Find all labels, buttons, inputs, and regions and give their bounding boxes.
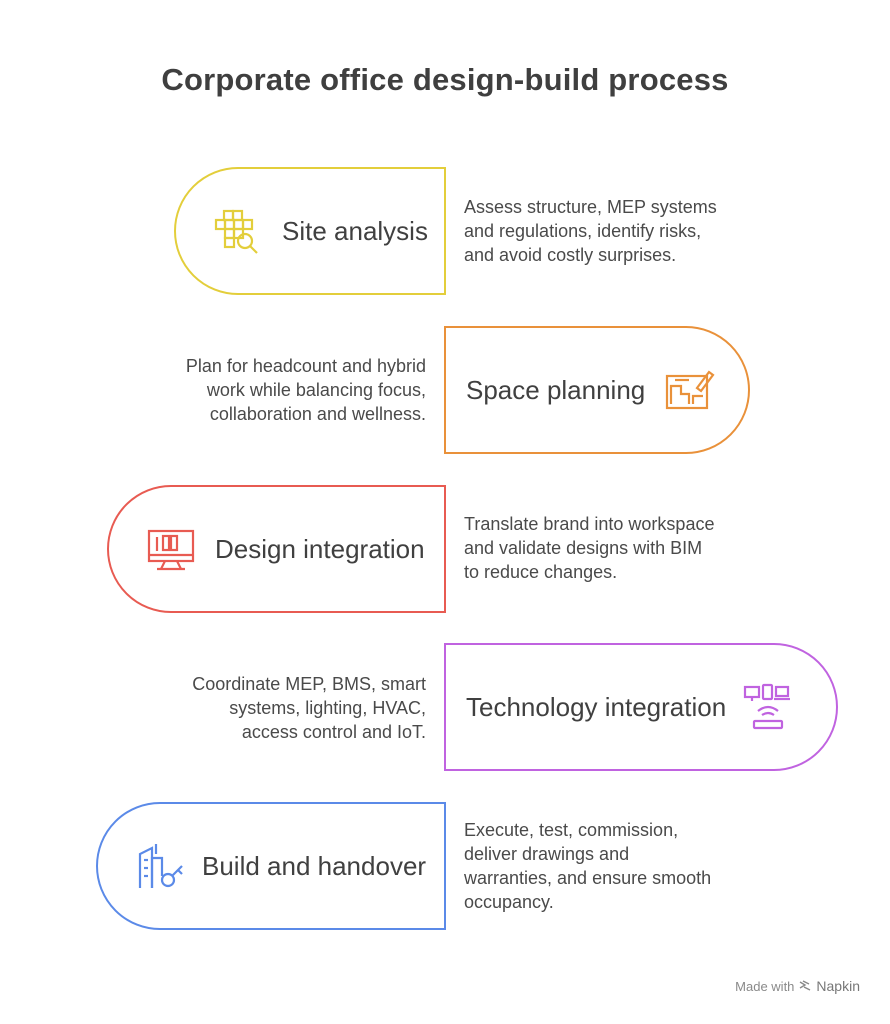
step-label: Build and handover — [202, 850, 427, 881]
step-technology-integration: Technology integration — [444, 643, 838, 771]
building-key-icon — [138, 844, 183, 888]
made-with-napkin-footer: Made with Napkin — [735, 978, 860, 994]
connected-devices-icon — [744, 683, 791, 730]
step-description: Translate brand into workspace and valid… — [464, 514, 715, 582]
step-label: Site analysis — [282, 215, 428, 246]
step-design-integration: Design integration — [107, 485, 446, 613]
step-space-planning: Space planning — [444, 326, 750, 454]
napkin-brand: Napkin — [816, 978, 860, 994]
step-description: Coordinate MEP, BMS, smart systems, ligh… — [192, 674, 426, 742]
step-label: Design integration — [215, 533, 425, 564]
step-label: Space planning — [466, 374, 646, 405]
monitor-design-icon — [147, 529, 195, 571]
step-label: Technology integration — [466, 691, 727, 722]
step-description: Assess structure, MEP systems and regula… — [464, 197, 717, 265]
grid-search-icon — [214, 209, 258, 254]
made-with-label: Made with — [735, 978, 795, 994]
diagram-title: Corporate office design-build process — [161, 62, 729, 97]
floor-plan-pencil-icon — [666, 370, 715, 410]
step-description: Plan for headcount and hybrid work while… — [185, 356, 426, 424]
step-build-and-handover: Build and handover — [96, 802, 446, 930]
step-site-analysis: Site analysis — [174, 167, 446, 295]
step-description: Execute, test, commission, deliver drawi… — [464, 820, 712, 912]
napkin-logo-icon — [800, 980, 811, 991]
